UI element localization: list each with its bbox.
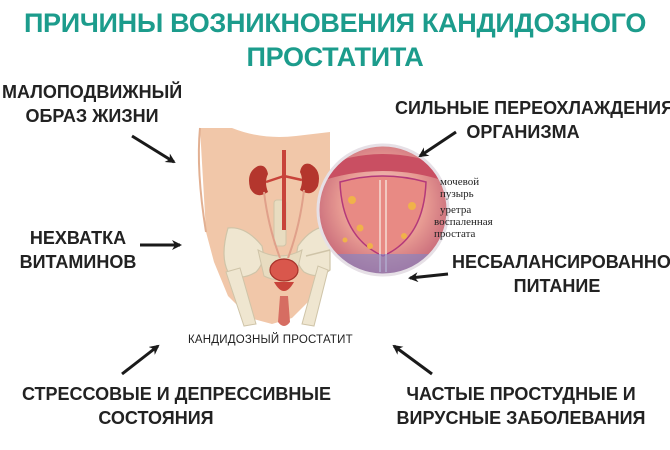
cause-hypothermia-line-1: СИЛЬНЫЕ ПЕРЕОХЛАЖДЕНИЯ: [395, 98, 670, 118]
label-bladder-line-1: мочевой: [440, 176, 480, 188]
label-inflamed-line-1: воспаленная: [434, 216, 493, 228]
arrow-diet: [408, 272, 449, 283]
cause-stress: СТРЕССОВЫЕ И ДЕПРЕССИВНЫЕ СОСТОЯНИЯ: [22, 382, 332, 430]
cause-vitamins-line-1: НЕХВАТКА: [29, 228, 127, 248]
cause-hypothermia: СИЛЬНЫЕ ПЕРЕОХЛАЖДЕНИЯ ОРГАНИЗМА: [395, 96, 670, 144]
page-title: ПРИЧИНЫ ВОЗНИКНОВЕНИЯ КАНДИДОЗНОГО ПРОСТ…: [0, 6, 670, 74]
cause-stress-line-1: СТРЕССОВЫЕ И ДЕПРЕССИВНЫЕ: [22, 384, 332, 404]
label-urethra-text: уретра: [440, 204, 472, 216]
label-bladder-line-2: пузырь: [440, 188, 474, 200]
cause-diet-line-2: ПИТАНИЕ: [513, 276, 601, 296]
torso-figure: [197, 127, 331, 327]
label-inflamed-line-2: простата: [434, 228, 476, 240]
cause-vitamins-line-2: ВИТАМИНОВ: [19, 252, 137, 272]
label-inflamed-prostate: воспаленная простата: [434, 216, 493, 240]
prostate-zoom: [305, 143, 450, 277]
cause-sedentary: МАЛОПОДВИЖНЫЙ ОБРАЗ ЖИЗНИ: [2, 80, 182, 128]
arrow-hypothermia: [418, 130, 457, 158]
cause-infections-line-1: ЧАСТЫЕ ПРОСТУДНЫЕ И: [406, 384, 636, 404]
arrow-sedentary: [131, 134, 176, 164]
cause-diet: НЕСБАЛАНСИРОВАННОЕ ПИТАНИЕ: [452, 250, 670, 298]
cause-hypothermia-line-2: ОРГАНИЗМА: [466, 122, 580, 142]
label-bladder: мочевой пузырь: [440, 176, 479, 200]
cause-vitamins: НЕХВАТКА ВИТАМИНОВ: [14, 226, 142, 274]
cause-stress-line-2: СОСТОЯНИЯ: [98, 408, 214, 428]
arrow-stress: [121, 344, 160, 376]
title-line-2: ПРОСТАТИТА: [246, 42, 424, 72]
arrow-infections: [392, 344, 433, 376]
cause-diet-line-1: НЕСБАЛАНСИРОВАННОЕ: [452, 252, 670, 272]
cause-sedentary-line-2: ОБРАЗ ЖИЗНИ: [25, 106, 159, 126]
title-line-1: ПРИЧИНЫ ВОЗНИКНОВЕНИЯ КАНДИДОЗНОГО: [23, 8, 647, 38]
illustration-caption: КАНДИДОЗНЫЙ ПРОСТАТИТ: [188, 334, 353, 346]
cause-sedentary-line-1: МАЛОПОДВИЖНЫЙ: [2, 82, 183, 102]
cause-infections-line-2: ВИРУСНЫЕ ЗАБОЛЕВАНИЯ: [396, 408, 646, 428]
cause-infections: ЧАСТЫЕ ПРОСТУДНЫЕ И ВИРУСНЫЕ ЗАБОЛЕВАНИЯ: [396, 382, 646, 430]
label-urethra: уретра: [440, 204, 471, 216]
